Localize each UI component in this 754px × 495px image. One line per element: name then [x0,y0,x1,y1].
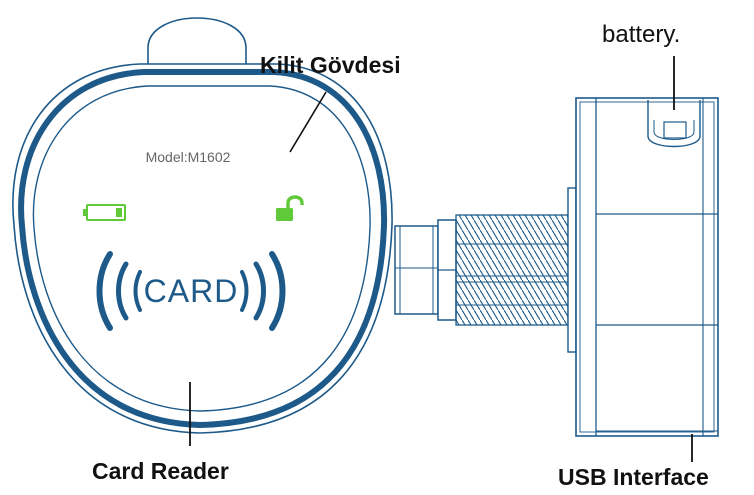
mounting-tab [147,17,247,74]
kilit-govdesi-label: Kilit Gövdesi [260,52,401,78]
battery-icon [83,204,126,221]
shaft-assembly [394,187,577,353]
usb-interface-label: USB Interface [558,464,709,490]
lock-face-outline [32,85,371,412]
card-reader-label: Card Reader [92,458,229,484]
battery-compartment [647,100,701,148]
battery-label: battery. [602,21,681,48]
contactless-waves-icon [96,251,286,331]
model-number: Model:M1602 [146,149,231,165]
kilit-govdesi-leader [289,91,327,153]
card-label: CARD [144,273,239,309]
side-housing [575,97,719,437]
unlocked-padlock-icon [276,195,304,221]
